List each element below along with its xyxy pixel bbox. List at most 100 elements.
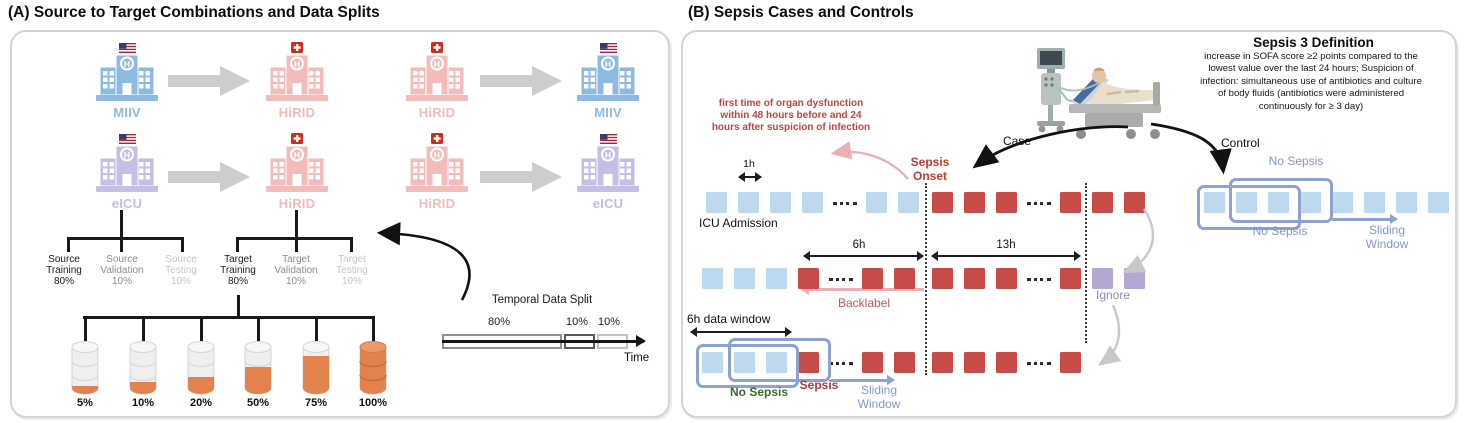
svg-text:H: H <box>294 150 300 160</box>
hour-ignore <box>1092 268 1113 289</box>
split-label: Target Validation 10% <box>274 254 318 287</box>
database-icon <box>187 341 215 395</box>
source-tree-drop <box>67 237 70 252</box>
fraction-tree-stem <box>237 295 240 319</box>
target-tree-drop <box>236 237 239 252</box>
temporal-seg-label-10a: 10% <box>565 316 589 328</box>
case-label: Case <box>1003 134 1032 148</box>
flag-holder <box>573 40 643 54</box>
database-cylinder-100% <box>358 338 388 403</box>
no-sepsis-bottom-label: No Sepsis <box>1252 224 1308 238</box>
flag-holder <box>92 40 162 54</box>
fraction-percent-label: 5% <box>77 397 93 409</box>
transfer-arrow-icon <box>168 162 252 197</box>
no-sepsis-top-label: No Sepsis <box>1268 154 1324 168</box>
thirteen-hour-arrow <box>931 251 1081 261</box>
hospital-building-icon: H <box>577 145 639 192</box>
hospital-label: HiRID <box>418 105 456 120</box>
control-sliding-window-label: Sliding Window <box>1365 223 1409 251</box>
hospital-hirid: H HiRID <box>262 40 332 120</box>
hour-no-sepsis <box>770 192 791 213</box>
hour-no-sepsis <box>1364 192 1385 213</box>
hospital-eicu: H eICU <box>92 131 162 211</box>
ellipsis-dots <box>1027 202 1051 205</box>
target-tree-bar <box>236 237 353 240</box>
hour-no-sepsis <box>1236 192 1257 213</box>
hospital-label: HiRID <box>278 105 316 120</box>
sepsis3-definition-title: Sepsis 3 Definition <box>1253 35 1374 50</box>
fraction-tree-drop <box>314 317 318 341</box>
six-hour-label: 6h <box>852 239 866 251</box>
svg-text:H: H <box>605 59 611 69</box>
hour-sepsis <box>932 352 953 373</box>
database-icon <box>129 341 157 395</box>
swiss-flag-icon <box>291 133 303 144</box>
hospital-label: MIIV <box>113 105 141 120</box>
us-flag-icon <box>599 134 617 145</box>
no-sepsis-case-label: No Sepsis <box>729 385 789 399</box>
split-label: Source Training 80% <box>46 254 82 287</box>
one-hour-label: 1h <box>743 158 755 170</box>
database-cylinder-50% <box>243 338 273 403</box>
sepsis-onset-label: Sepsis Onset <box>910 155 950 183</box>
case-sliding-arrow <box>831 375 895 384</box>
svg-text:H: H <box>434 150 440 160</box>
hour-sepsis <box>932 268 953 289</box>
target-tree-drop <box>295 237 298 252</box>
panel-b-title: (B) Sepsis Cases and Controls <box>688 4 914 21</box>
ellipsis-dots <box>1027 362 1051 365</box>
hospital-label: eICU <box>111 196 143 211</box>
svg-text:H: H <box>294 59 300 69</box>
hour-no-sepsis <box>1332 192 1353 213</box>
fraction-percent-label: 75% <box>304 397 328 409</box>
hospital-building-icon: H <box>266 145 328 192</box>
hour-no-sepsis <box>738 192 759 213</box>
fraction-percent-label: 20% <box>189 397 213 409</box>
hour-no-sepsis <box>734 352 755 373</box>
source-tree-drop <box>181 237 184 252</box>
flag-holder <box>573 131 643 145</box>
fraction-percent-label: 100% <box>358 397 388 409</box>
hospital-hirid: H HiRID <box>402 131 472 211</box>
fraction-tree-drop <box>83 317 87 341</box>
six-hour-arrow <box>803 251 924 261</box>
transfer-arrow-icon <box>168 66 252 101</box>
temporal-seg-label-10b: 10% <box>597 316 621 328</box>
time-axis-label: Time <box>624 352 650 364</box>
hospital-label: HiRID <box>418 196 456 211</box>
hospital-label: HiRID <box>278 196 316 211</box>
database-icon <box>71 341 99 395</box>
one-hour-arrow <box>738 172 762 182</box>
database-cylinder-10% <box>128 338 158 403</box>
hospital-building-icon: H <box>406 54 468 101</box>
flag-holder <box>262 40 332 53</box>
hour-no-sepsis <box>1300 192 1321 213</box>
database-icon <box>244 341 272 395</box>
hospital-miiv: H MIIV <box>573 40 643 120</box>
target-tree-drop <box>350 237 353 252</box>
hospital-eicu: H eICU <box>573 131 643 211</box>
transfer-arrow-icon <box>480 66 564 101</box>
flag-holder <box>92 131 162 145</box>
hour-no-sepsis <box>702 268 723 289</box>
temporal-split-title: Temporal Data Split <box>491 294 593 306</box>
source-tree-drop <box>120 237 123 252</box>
hour-sepsis <box>964 352 985 373</box>
swiss-flag-icon <box>291 42 303 53</box>
hospital-building-icon: H <box>406 145 468 192</box>
hospital-building-icon: H <box>577 54 639 101</box>
icu-bed-ventilator-icon <box>1033 42 1165 149</box>
hospital-label: eICU <box>592 196 624 211</box>
fraction-percent-label: 10% <box>131 397 155 409</box>
fraction-tree-drop <box>199 317 203 341</box>
hospital-building-icon: H <box>96 145 158 192</box>
fraction-tree-bar <box>83 316 375 319</box>
database-cylinder-75% <box>301 338 331 403</box>
ellipsis-dots <box>829 362 853 365</box>
horizon-dotted-line <box>1085 183 1087 343</box>
svg-text:H: H <box>605 150 611 160</box>
us-flag-icon <box>118 43 136 54</box>
panel-a: H MIIV H HiRID H HiRID <box>10 30 670 418</box>
source-tree-bar <box>67 237 184 240</box>
